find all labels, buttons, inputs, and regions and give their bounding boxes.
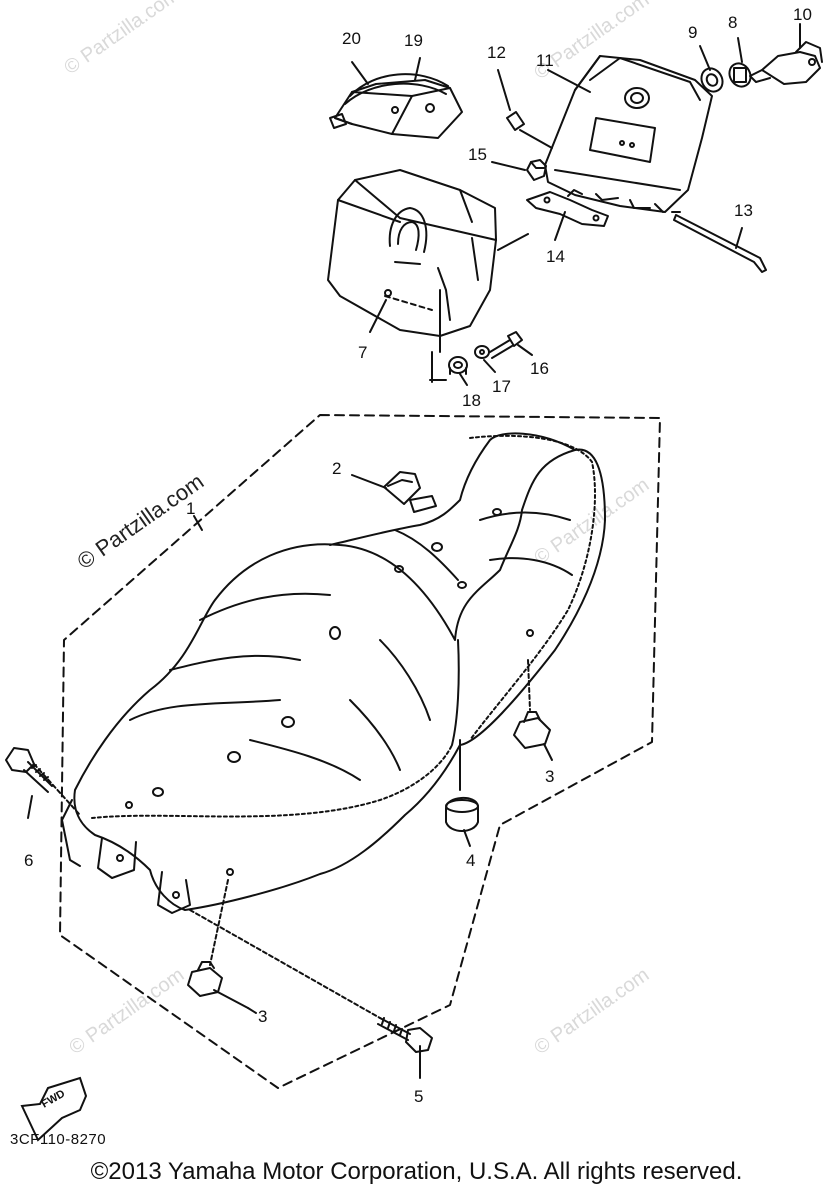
part-strap-2 [383, 471, 437, 513]
callout-c17: 17 [492, 377, 511, 396]
part-grommet-18 [448, 356, 468, 375]
callout-c13: 13 [734, 201, 753, 220]
fwd-arrow-icon: FWD [20, 1076, 88, 1142]
part-bolt-6 [5, 747, 81, 816]
watermark-faint: © Partzilla.com [65, 964, 188, 1059]
part-rod-13 [673, 214, 767, 273]
callout-c19: 19 [404, 31, 423, 50]
part-rubber-4 [445, 797, 479, 832]
callout-c5: 5 [414, 1087, 423, 1106]
callout-c3b: 3 [258, 1007, 267, 1026]
callout-c1: 1 [186, 499, 195, 518]
part-washers-8-9 [700, 62, 752, 93]
part-seat-1 [61, 432, 606, 914]
part-12 [506, 111, 525, 131]
callout-c3a: 3 [545, 767, 554, 786]
part-clip-3-upper [513, 659, 551, 749]
watermark-main: © Partzilla.com [73, 469, 209, 575]
part-strap-bracket [329, 73, 463, 139]
part-bracket-14 [526, 189, 609, 227]
part-key-lock-10 [749, 41, 823, 85]
callout-c16: 16 [530, 359, 549, 378]
callout-c8: 8 [728, 13, 737, 32]
callout-c15: 15 [468, 145, 487, 164]
callout-c11: 11 [536, 51, 554, 70]
part-bolt-5 [189, 909, 433, 1073]
callout-c6: 6 [24, 851, 33, 870]
callout-c18: 18 [462, 391, 481, 410]
callout-c20: 20 [342, 29, 361, 48]
part-nut-15 [526, 159, 547, 181]
part-clip-3-lower [187, 879, 249, 1009]
callout-c12: 12 [487, 43, 506, 62]
watermark-faint: © Partzilla.com [60, 0, 183, 79]
part-cover-7 [327, 169, 497, 337]
callout-c7: 7 [358, 343, 367, 362]
part-box-11 [544, 55, 713, 213]
callout-c4: 4 [466, 851, 475, 870]
watermark-faint: © Partzilla.com [530, 474, 653, 569]
callout-c9: 9 [688, 23, 697, 42]
diagram-code: 3CF110-8270 [10, 1131, 107, 1148]
callout-c14: 14 [546, 247, 565, 266]
copyright-notice: ©2013 Yamaha Motor Corporation, U.S.A. A… [90, 1158, 743, 1185]
callout-c2: 2 [332, 459, 341, 478]
callout-c10: 10 [793, 5, 812, 24]
watermark-faint: © Partzilla.com [530, 964, 653, 1059]
assembly-frame [59, 414, 661, 1089]
part-washer-17 [474, 345, 490, 359]
part-bolt-16 [489, 331, 523, 359]
